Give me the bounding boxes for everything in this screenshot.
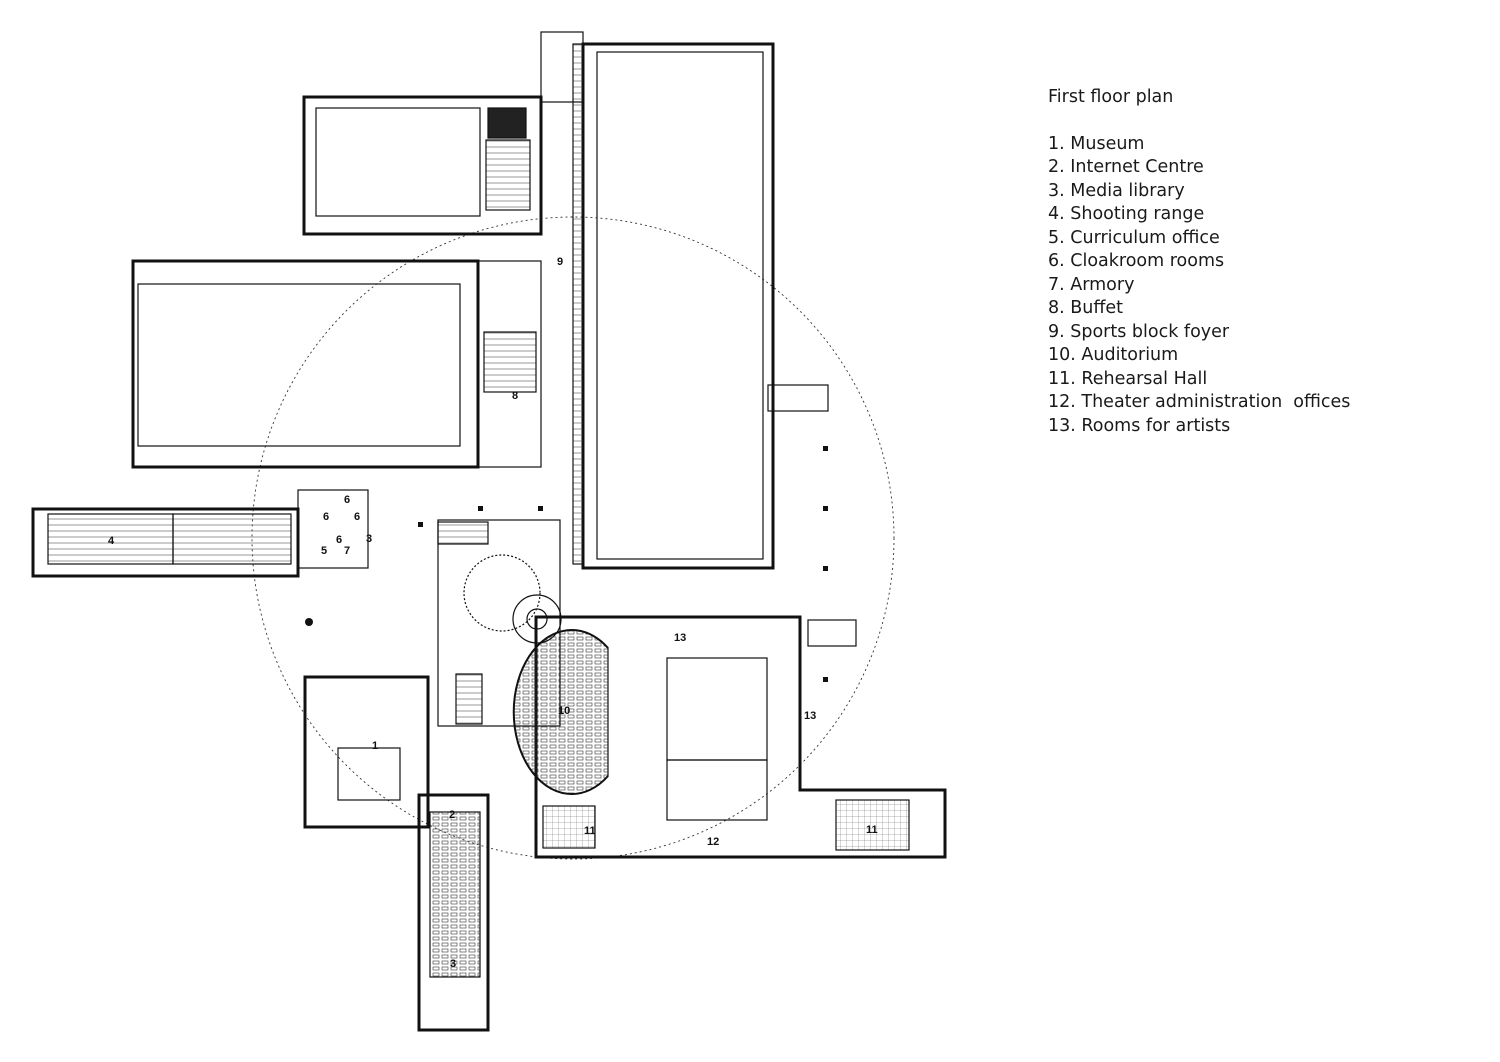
legend-item: 13. Rooms for artists — [1048, 415, 1231, 436]
sports-hall — [540, 31, 775, 570]
label-sports-foyer: 9 — [557, 256, 563, 268]
site-circle — [251, 216, 895, 860]
label-media-library: 3 — [450, 958, 456, 970]
label-theater-admin: 12 — [707, 836, 719, 848]
label-armory: 7 — [344, 545, 350, 557]
label-artists-rooms-c: 3 — [366, 533, 372, 545]
pool-block — [131, 259, 542, 469]
label-internet-centre: 2 — [449, 809, 455, 821]
upper-left-block — [302, 95, 543, 236]
label-museum: 1 — [372, 740, 378, 752]
legend-item: 9. Sports block foyer — [1048, 321, 1230, 342]
legend-item: 2. Internet Centre — [1048, 157, 1204, 177]
label-artists-rooms-b: 13 — [804, 710, 816, 722]
label-cloakroom-c: 6 — [354, 511, 360, 523]
library-wing — [417, 793, 490, 1032]
legend-item: 7. Armory — [1048, 274, 1135, 295]
label-cloakroom-b: 6 — [323, 511, 329, 523]
legend-title: First floor plan — [1048, 87, 1174, 107]
label-shooting-range: 4 — [108, 535, 115, 547]
legend-item: 11. Rehearsal Hall — [1048, 368, 1208, 389]
museum-block — [303, 675, 430, 829]
legend-item: 12. Theater administration offices — [1048, 392, 1351, 412]
legend-item: 1. Museum — [1048, 133, 1145, 154]
legend-item: 6. Cloakroom rooms — [1048, 251, 1225, 271]
legend-list: 1. Museum 2. Internet Centre 3. Media li… — [1048, 133, 1350, 439]
label-auditorium: 10 — [558, 705, 570, 717]
label-rehearsal-hall-b: 11 — [866, 824, 878, 836]
legend-item: 10. Auditorium — [1048, 345, 1179, 365]
label-buffet: 8 — [512, 390, 518, 402]
label-rehearsal-hall-a: 11 — [584, 825, 596, 837]
label-artists-rooms-a: 13 — [674, 632, 686, 644]
label-curriculum-office: 5 — [321, 545, 327, 557]
legend-item: 3. Media library — [1048, 180, 1185, 201]
shooting-range — [31, 489, 369, 578]
theatre-block — [512, 384, 947, 859]
legend-item: 8. Buffet — [1048, 298, 1124, 318]
columns — [305, 446, 828, 682]
legend-item: 4. Shooting range — [1048, 204, 1205, 224]
label-cloakroom-a: 6 — [344, 494, 350, 506]
label-cloakroom-d: 6 — [336, 534, 342, 546]
legend: First floor plan 1. Museum 2. Internet C… — [1048, 86, 1350, 438]
legend-item: 5. Curriculum office — [1048, 227, 1220, 248]
central-core — [437, 519, 562, 727]
